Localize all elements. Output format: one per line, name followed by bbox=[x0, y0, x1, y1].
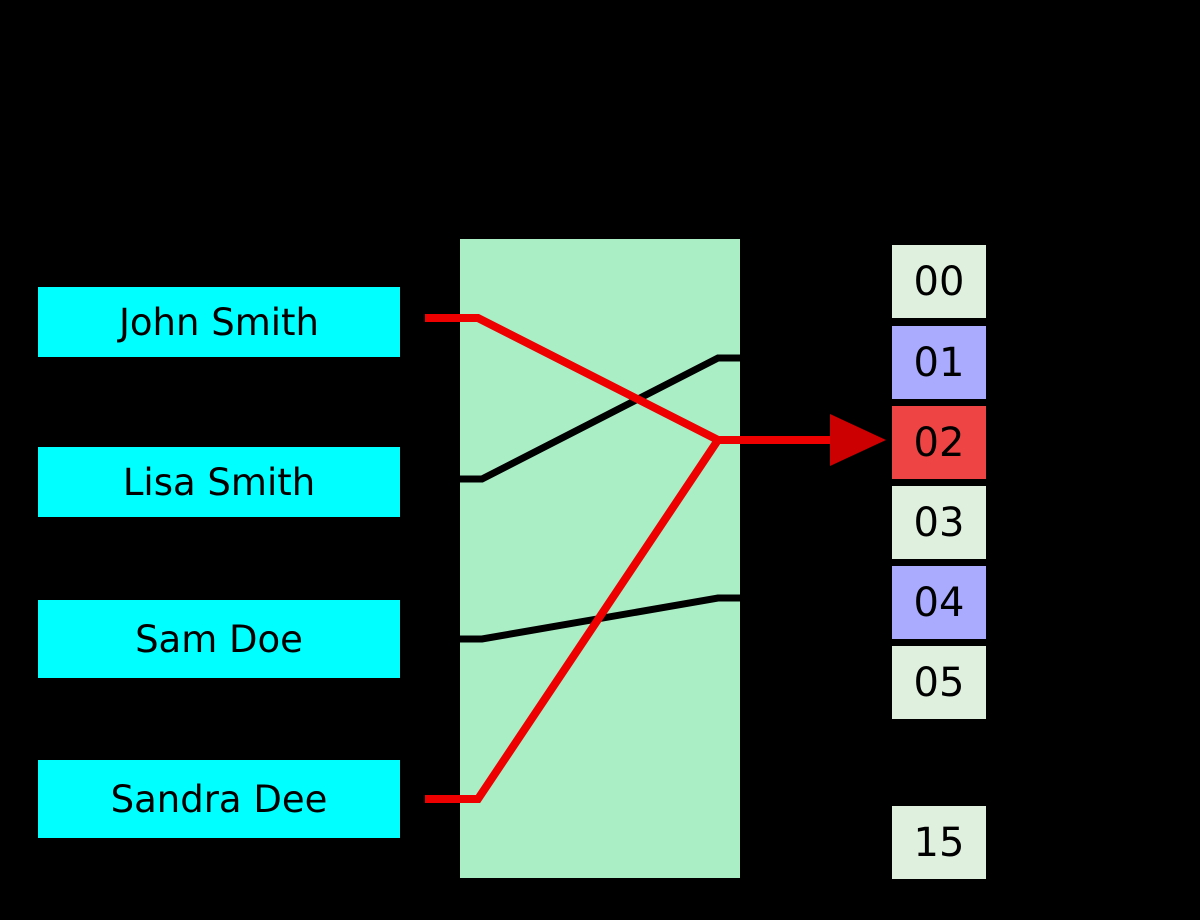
key-box-2[interactable]: Sam Doe bbox=[38, 600, 400, 678]
key-label: Sam Doe bbox=[135, 617, 303, 661]
bucket-index-label: 15 bbox=[913, 819, 965, 866]
bucket-cell-03[interactable]: 03 bbox=[892, 486, 986, 559]
hash-function-box bbox=[460, 239, 740, 878]
bucket-cell-05[interactable]: 05 bbox=[892, 646, 986, 719]
key-box-1[interactable]: Lisa Smith bbox=[38, 447, 400, 517]
bucket-index-label: 01 bbox=[913, 339, 965, 386]
bucket-cell-01[interactable]: 01 bbox=[892, 326, 986, 399]
key-box-0[interactable]: John Smith bbox=[38, 287, 400, 357]
bucket-cell-15[interactable]: 15 bbox=[892, 806, 986, 879]
arrow-head-icon bbox=[830, 414, 886, 466]
bucket-index-label: 03 bbox=[913, 499, 965, 546]
bucket-cell-04[interactable]: 04 bbox=[892, 566, 986, 639]
bucket-cell-02[interactable]: 02 bbox=[892, 406, 986, 479]
bucket-cell-00[interactable]: 00 bbox=[892, 245, 986, 318]
bucket-index-label: 02 bbox=[913, 419, 965, 466]
bucket-index-label: 04 bbox=[913, 579, 965, 626]
bucket-index-label: 00 bbox=[913, 258, 965, 305]
key-label: John Smith bbox=[119, 300, 319, 344]
key-box-3[interactable]: Sandra Dee bbox=[38, 760, 400, 838]
key-label: Sandra Dee bbox=[110, 777, 328, 821]
key-label: Lisa Smith bbox=[122, 460, 316, 504]
bucket-index-label: 05 bbox=[913, 659, 965, 706]
